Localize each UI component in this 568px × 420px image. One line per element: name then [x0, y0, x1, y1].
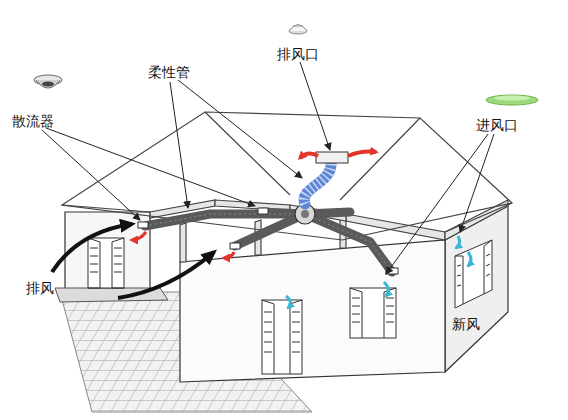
- intake-icon: [486, 95, 538, 105]
- fan-hub: [301, 210, 309, 218]
- exhaust-flow-arrows: [52, 224, 214, 298]
- exhaust-arrows: [132, 152, 376, 259]
- front-wall: [180, 240, 445, 382]
- callout-label: 新风: [452, 316, 480, 332]
- callout-label: 排风口: [277, 46, 319, 62]
- left-wall: [65, 212, 150, 290]
- exhaust-box: [316, 152, 348, 163]
- windows: [88, 238, 492, 374]
- duct-ribs: [145, 214, 392, 272]
- fresh-air-arrows: [286, 236, 471, 308]
- diffusers: [138, 208, 398, 274]
- tube-ribs: [304, 163, 331, 204]
- callout-label: 排风: [26, 280, 54, 296]
- exhaust-icon: [289, 25, 307, 35]
- callout-label: 进风口: [476, 117, 518, 133]
- flexible-tube: [304, 163, 331, 204]
- duct: [145, 212, 392, 272]
- leader-lines: [42, 62, 494, 274]
- callout-label: 柔性管: [148, 64, 190, 80]
- partition-walls: [150, 200, 508, 262]
- callout-label: 散流器: [12, 113, 54, 129]
- diffuser-icon: [34, 75, 62, 88]
